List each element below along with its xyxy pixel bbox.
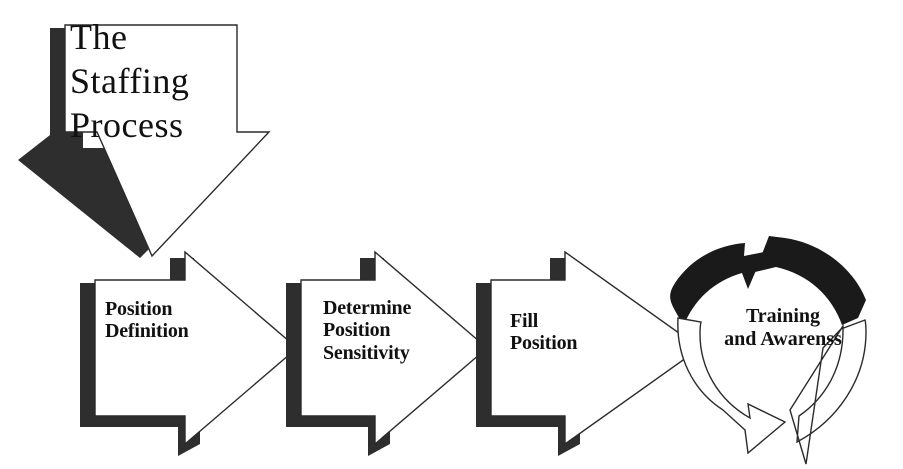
- cycle-arc-top-left: [670, 243, 764, 325]
- cycle-arc-bottom-left: [677, 317, 787, 455]
- cycle-arc-bottom-right: [789, 319, 867, 465]
- cycle-arc-top-right: [755, 236, 866, 325]
- step-arrow-2-group: [286, 250, 489, 456]
- step-arrow-1: [94, 250, 299, 446]
- header-down-arrow-shadow: [18, 28, 158, 258]
- step-arrow-1-group: [80, 250, 299, 456]
- header-down-arrow-group: [18, 24, 271, 258]
- step-arrow-3-group: [476, 250, 702, 456]
- step-arrow-2: [300, 250, 489, 446]
- step-arrow-3: [490, 250, 702, 446]
- header-down-arrow: [64, 24, 271, 258]
- training-cycle-group: [670, 236, 867, 465]
